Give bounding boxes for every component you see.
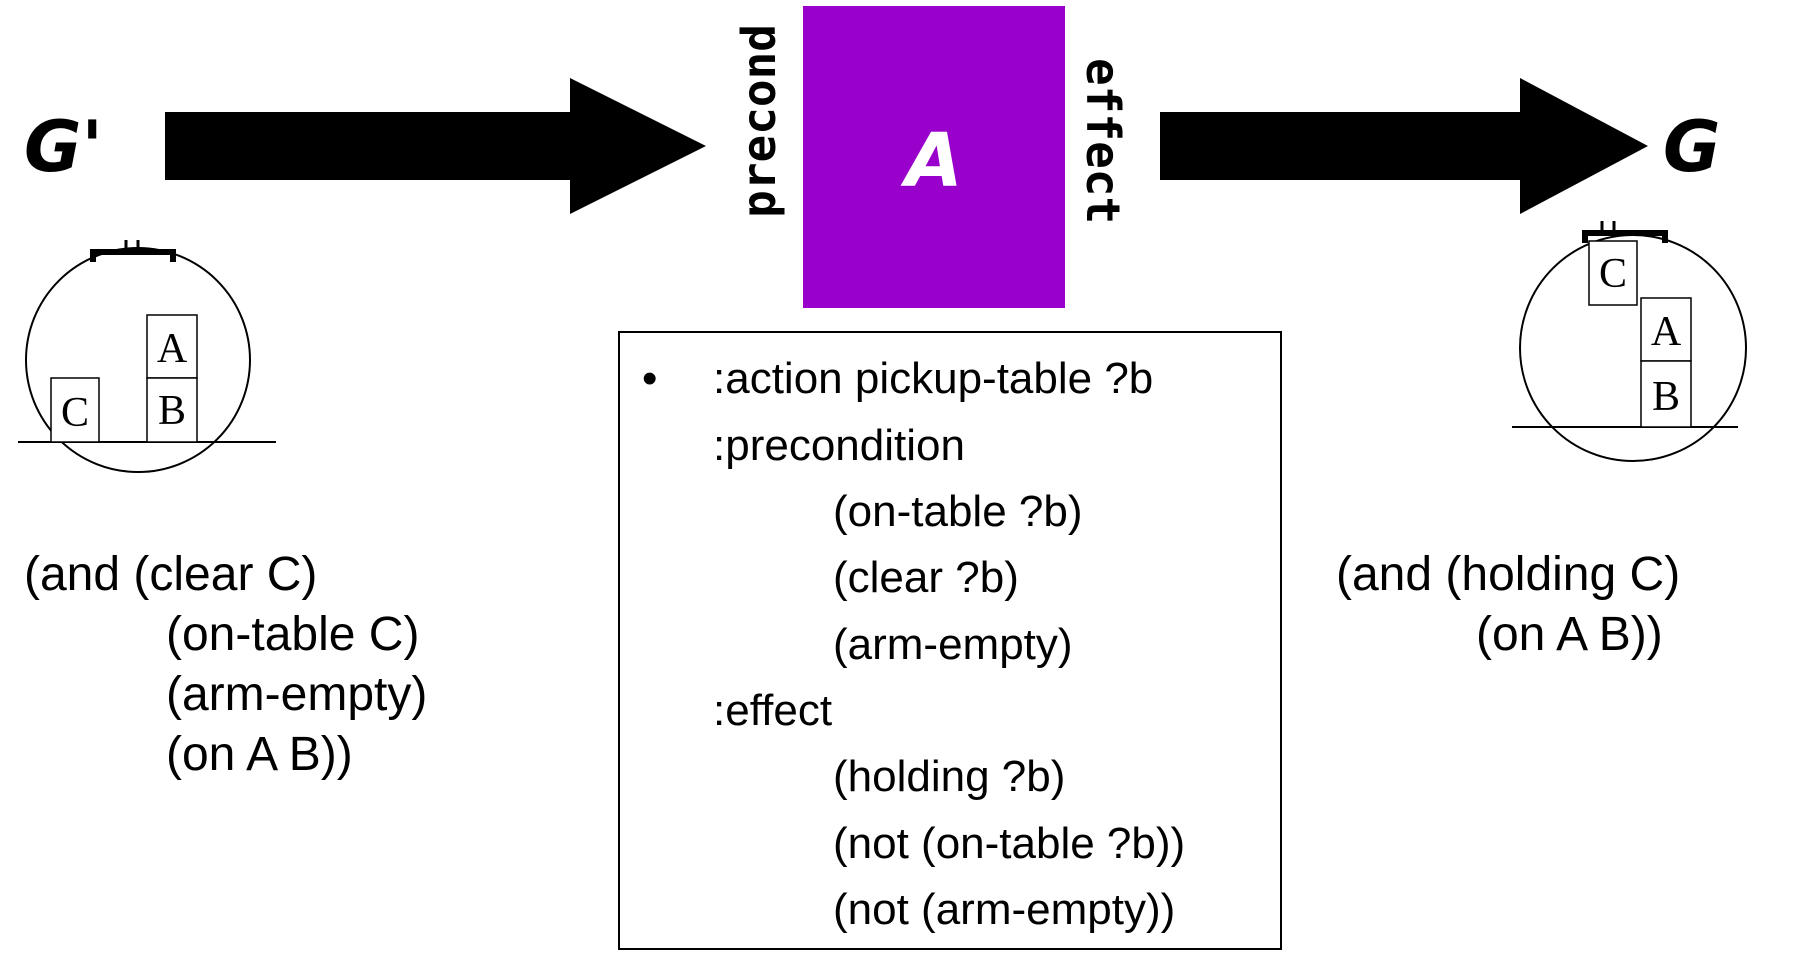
block-b [1640, 360, 1692, 428]
formula-line: (on A B)) [1476, 608, 1663, 661]
action-letter: A [905, 118, 963, 204]
action-schema-box: • :action pickup-table ?b :precondition … [618, 331, 1282, 950]
arrow-to-goal [1160, 78, 1648, 214]
formula-line: (on-table C) [166, 608, 420, 661]
goal-state-scene: C A B [1512, 221, 1747, 462]
precond-label: precond [732, 24, 786, 218]
goal-state-formula: (and (holding C) (on A B)) [1336, 545, 1680, 665]
block-c [1588, 240, 1638, 306]
block-c-label: C [1599, 251, 1627, 297]
block-c [50, 377, 100, 443]
goal-state-label: G [1663, 106, 1721, 188]
action-box: A [803, 6, 1065, 308]
gripper-icon [90, 249, 176, 262]
schema-action-line: :action pickup-table ?b [713, 354, 1154, 403]
initial-state-scene: C A B [18, 240, 276, 473]
initial-state-formula: (and (clear C) (on-table C) (arm-empty) … [24, 545, 427, 785]
effect-label: effect [1076, 58, 1130, 225]
block-b [146, 377, 198, 443]
block-a [146, 314, 198, 379]
schema-precondition-label: :precondition [713, 421, 965, 470]
schema-bullet: • [642, 354, 658, 403]
schema-precondition-item: (arm-empty) [833, 620, 1073, 669]
schema-effect-label: :effect [713, 686, 833, 735]
initial-state-label: G' [24, 106, 103, 188]
schema-effect-item: (not (on-table ?b)) [833, 819, 1186, 868]
schema-effect-item: (holding ?b) [833, 752, 1066, 801]
formula-line: (and (clear C) [24, 548, 318, 601]
formula-line: (on A B)) [166, 728, 353, 781]
schema-precondition-item: (on-table ?b) [833, 487, 1083, 536]
block-b-label: B [158, 388, 186, 434]
block-a-label: A [157, 326, 188, 372]
arrow-to-action [165, 78, 706, 214]
formula-line: (arm-empty) [166, 668, 428, 721]
block-c-label: C [61, 390, 89, 436]
schema-effect-item: (not (arm-empty)) [833, 885, 1176, 934]
schema-precondition-item: (clear ?b) [833, 553, 1019, 602]
block-b-label: B [1652, 374, 1680, 420]
gripper-icon [1582, 230, 1668, 243]
block-a [1640, 297, 1692, 362]
formula-line: (and (holding C) [1336, 548, 1681, 601]
block-a-label: A [1651, 309, 1682, 355]
